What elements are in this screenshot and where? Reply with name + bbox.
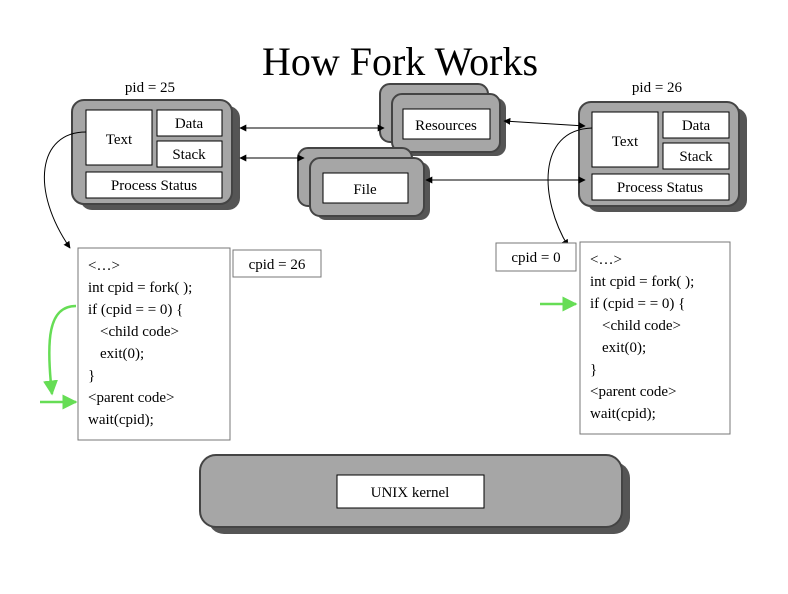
child-resources-arrow xyxy=(503,117,586,130)
child-code-line: exit(0); xyxy=(602,340,646,356)
parent-code-block: <…> int cpid = fork( ); if (cpid = = 0) … xyxy=(77,247,231,441)
child-code-line: if (cpid = = 0) { xyxy=(590,296,685,312)
child-code-line: wait(cpid); xyxy=(590,406,656,422)
parent-data-label: Data xyxy=(175,116,204,132)
parent-code-line: } xyxy=(88,368,95,384)
child-data-label: Data xyxy=(682,118,711,134)
parent-text-box xyxy=(85,109,153,166)
parent-code-line: exit(0); xyxy=(100,346,144,362)
child-code-block: <…> int cpid = fork( ); if (cpid = = 0) … xyxy=(579,241,731,435)
parent-stack-box xyxy=(156,140,223,168)
file-box xyxy=(322,172,409,204)
child-status-box xyxy=(591,173,730,201)
kernel: UNIX kernel xyxy=(199,454,630,534)
child-text-label: Text xyxy=(612,134,639,150)
child-text-to-code-arrow xyxy=(547,127,593,247)
child-pid-label: pid = 26 xyxy=(632,80,683,96)
file-label: File xyxy=(353,182,377,198)
parent-pid-label: pid = 25 xyxy=(125,80,175,96)
child-code-line: <parent code> xyxy=(590,384,676,400)
parent-text-label: Text xyxy=(106,132,133,148)
child-stack-label: Stack xyxy=(679,149,713,165)
page-title: How Fork Works xyxy=(262,39,538,84)
child-cpid-label: cpid = 0 xyxy=(511,250,560,266)
child-code-line: } xyxy=(590,362,597,378)
parent-text-to-code-arrow xyxy=(43,131,87,249)
parent-status-label: Process Status xyxy=(111,178,197,194)
resources-stack: Resources xyxy=(379,83,506,156)
file-stack: File xyxy=(297,147,430,220)
child-code-line: <…> xyxy=(590,252,622,268)
child-status-label: Process Status xyxy=(617,180,703,196)
connectors xyxy=(43,117,593,249)
child-stack-box xyxy=(662,142,730,170)
kernel-label: UNIX kernel xyxy=(371,485,450,501)
child-code-box xyxy=(579,241,731,435)
parent-code-line: int cpid = fork( ); xyxy=(88,280,192,296)
child-cpid-box xyxy=(495,242,577,272)
parent-code-line: <…> xyxy=(88,258,120,274)
resources-label: Resources xyxy=(415,118,477,134)
parent-code-line: if (cpid = = 0) { xyxy=(88,302,183,318)
child-text-box xyxy=(591,111,659,168)
resources-box xyxy=(402,108,491,140)
parent-cpid-label: cpid = 26 xyxy=(249,257,306,273)
parent-cpid-box xyxy=(232,249,322,278)
execution-arrows xyxy=(40,296,578,410)
parent-status-box xyxy=(85,171,223,199)
kernel-box xyxy=(336,474,485,509)
parent-code-line: <parent code> xyxy=(88,390,174,406)
child-data-box xyxy=(662,111,730,139)
parent-code-line: wait(cpid); xyxy=(88,412,154,428)
child-code-line: <child code> xyxy=(602,318,681,334)
parent-code-line: <child code> xyxy=(100,324,179,340)
parent-process: pid = 25 Text Data Stack Process Status xyxy=(71,80,240,210)
parent-code-box xyxy=(77,247,231,441)
parent-branch-arrow xyxy=(43,304,77,396)
child-code-line: int cpid = fork( ); xyxy=(590,274,694,290)
parent-stack-label: Stack xyxy=(172,147,206,163)
parent-data-box xyxy=(156,109,223,137)
child-process: pid = 26 Text Data Stack Process Status xyxy=(578,80,747,212)
